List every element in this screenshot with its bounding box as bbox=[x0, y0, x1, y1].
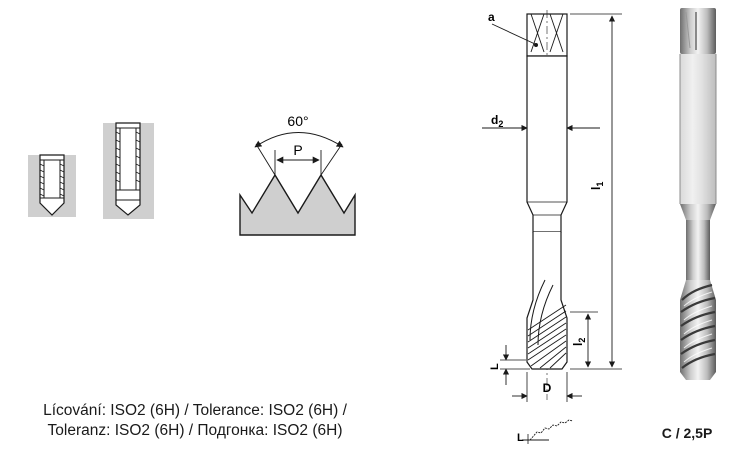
caption-line-2: Toleranz: ISO2 (6H) / Подгонка: ISO2 (6H… bbox=[47, 422, 343, 439]
tap-product-image bbox=[679, 8, 717, 380]
blind-hole-icon bbox=[28, 154, 76, 217]
tap-technical-drawing: a d2 l1 l2 L D bbox=[482, 10, 622, 402]
label-D: D bbox=[543, 381, 552, 395]
pitch-label: P bbox=[293, 142, 302, 158]
chamfer-label: L bbox=[517, 432, 524, 444]
label-l1: l1 bbox=[589, 182, 605, 190]
thread-profile-diagram: 60° P bbox=[239, 113, 356, 236]
deep-hole-icon bbox=[103, 122, 154, 219]
label-d2: d2 bbox=[491, 113, 503, 129]
caption-line-1: Lícování: ISO2 (6H) / Tolerance: ISO2 (6… bbox=[43, 402, 347, 419]
angle-label: 60° bbox=[287, 113, 308, 129]
label-a: a bbox=[488, 10, 495, 24]
label-L: L bbox=[489, 363, 501, 370]
label-l2: l2 bbox=[571, 338, 587, 346]
chamfer-code: C / 2,5P bbox=[661, 425, 713, 441]
chamfer-form-icon: L bbox=[517, 419, 574, 444]
tolerance-caption: Lícování: ISO2 (6H) / Tolerance: ISO2 (6… bbox=[0, 401, 390, 441]
